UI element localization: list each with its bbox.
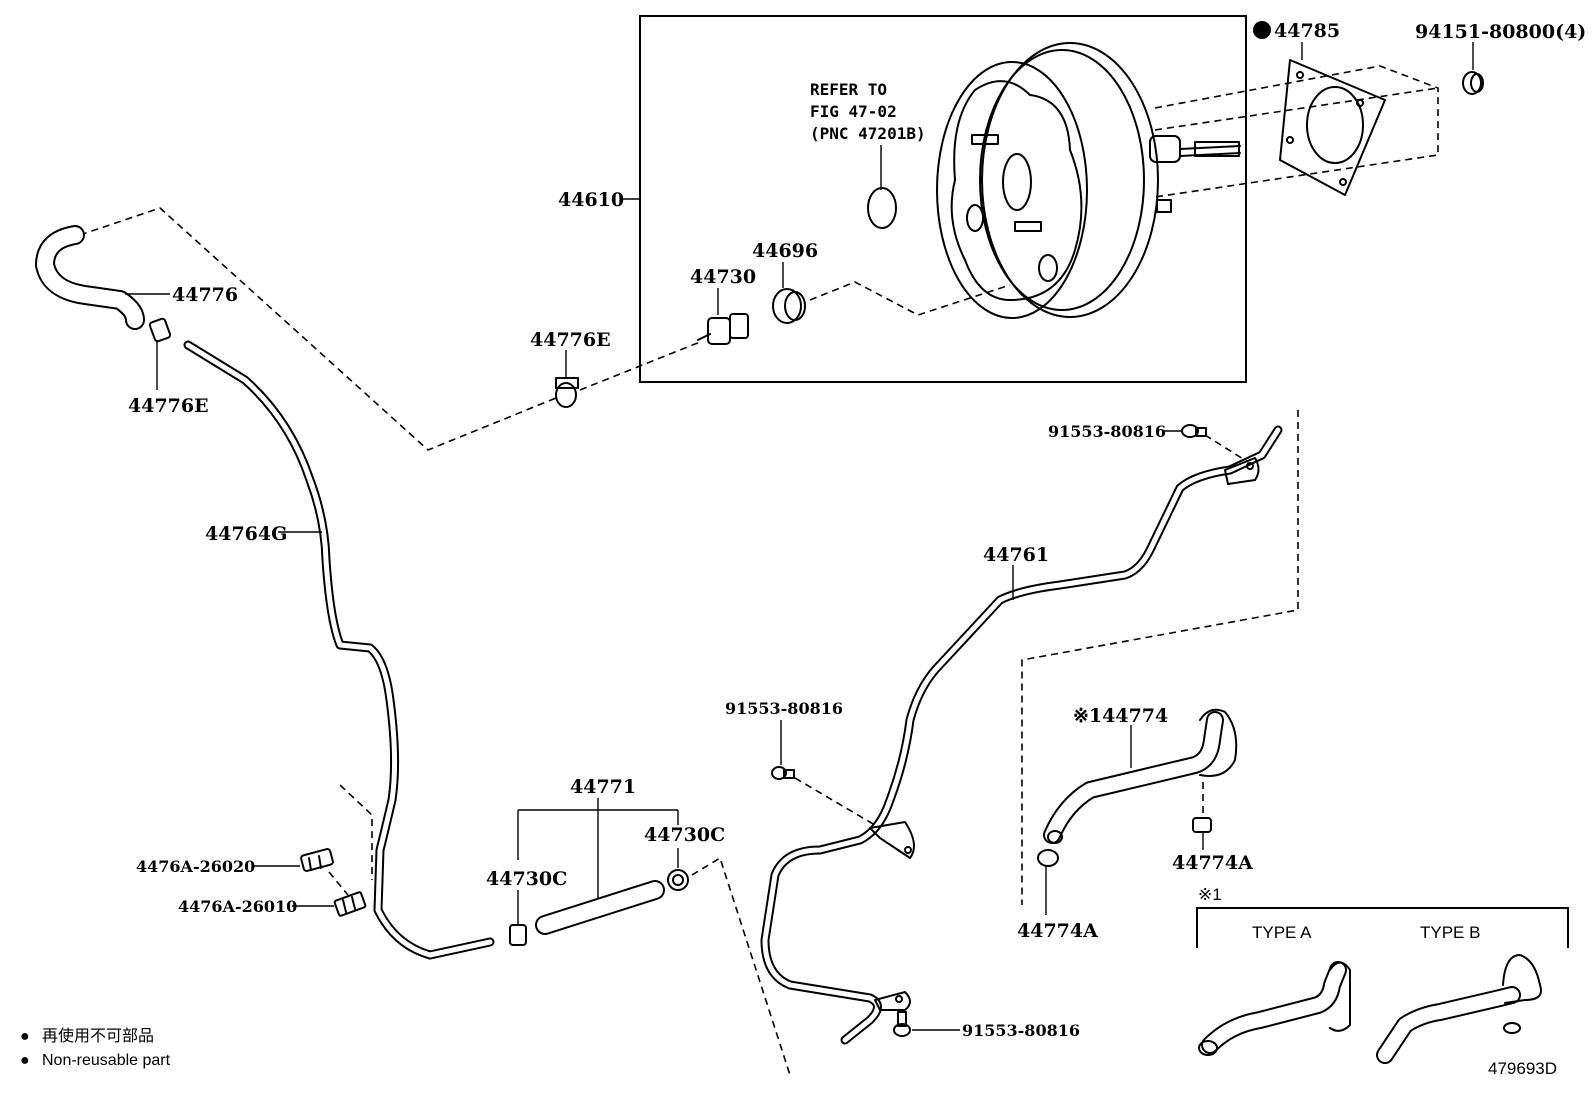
label-44730C-left[interactable]: 44730C [486, 868, 567, 890]
label-91553-80816-bottom[interactable]: 91553-80816 [962, 1021, 1080, 1040]
brake-booster-shape [936, 42, 1241, 319]
clamp-type-right-shape [1192, 817, 1212, 833]
label-44730C-right[interactable]: 44730C [644, 824, 725, 846]
label-91553-80816-mid[interactable]: 91553-80816 [725, 699, 843, 718]
label-44730[interactable]: 44730 [690, 266, 756, 288]
valve-dashed-line [809, 281, 1011, 316]
type-a-hose-shape [1198, 961, 1351, 1056]
upper-hose-shape [35, 225, 145, 330]
clip-dashed-line [339, 784, 373, 880]
label-44761[interactable]: 44761 [983, 544, 1049, 566]
label-44774[interactable]: ※144774 [1073, 705, 1168, 727]
bolt-bottom-shape [893, 1011, 911, 1037]
nut-shape [1462, 71, 1484, 95]
label-44696[interactable]: 44696 [752, 240, 818, 262]
clamp-type-left-shape [1037, 849, 1059, 867]
clamp-mid-right-shape [667, 869, 689, 891]
label-4476A-26020[interactable]: 4476A-26020 [136, 857, 255, 876]
type-b-label[interactable]: TYPE B [1420, 923, 1480, 942]
label-44771[interactable]: 44771 [570, 776, 636, 798]
variant-marker: ※1 [1198, 885, 1222, 904]
alignment-dashed-lines [1154, 65, 1439, 198]
clamp-booster-shape [555, 377, 579, 408]
label-44776E-booster[interactable]: 44776E [530, 329, 611, 351]
reference-note-line2: FIG 47-02 [810, 102, 897, 121]
clamp-dashed-line [579, 341, 701, 391]
bolt-top-shape [1181, 424, 1207, 438]
clip-lower-shape [333, 891, 367, 917]
type-hose-dashed-line [1021, 410, 1299, 905]
legend-japanese: 再使用不可部品 [42, 1027, 154, 1045]
legend-english: Non-reusable part [42, 1052, 171, 1069]
mid-hose-shape [535, 880, 665, 935]
check-valve-shape [697, 313, 749, 345]
type-b-hose-shape [1376, 954, 1542, 1064]
variant-bracket [1196, 907, 1569, 948]
type-a-label[interactable]: TYPE A [1252, 923, 1312, 942]
label-44776[interactable]: 44776 [172, 284, 238, 306]
reference-note-line1: REFER TO [810, 80, 887, 99]
legend-bullet-jp: ● [20, 1028, 30, 1045]
clip-connector-dashed [328, 871, 349, 896]
label-44776E-upper[interactable]: 44776E [128, 395, 209, 417]
label-44764G[interactable]: 44764G [205, 523, 287, 545]
label-94151-80800[interactable]: 94151-80800(4) [1415, 21, 1586, 43]
illustration-number: 479693D [1488, 1059, 1557, 1078]
hose-route-dashed-line [79, 207, 557, 451]
mid-dashed-line [691, 856, 791, 1076]
o-ring-shape [867, 187, 897, 229]
label-44785[interactable]: 44785 [1274, 20, 1340, 42]
reference-note-line3[interactable]: (PNC 47201B) [810, 124, 926, 143]
bolt-mid-dashed [794, 777, 881, 829]
grommet-shape [772, 288, 806, 324]
alignment-dashed-line-2 [1154, 87, 1439, 131]
right-pipe-shape [760, 425, 1283, 1045]
label-44774A-right[interactable]: 44774A [1172, 852, 1253, 874]
bolt-mid-shape [771, 766, 795, 780]
clamp-upper-shape [148, 317, 172, 343]
bolt-top-dashed [1204, 434, 1249, 463]
clip-upper-shape [300, 848, 334, 872]
left-tube-shape [183, 340, 495, 960]
label-44610[interactable]: 44610 [558, 189, 624, 211]
label-44774A-left[interactable]: 44774A [1017, 920, 1098, 942]
legend-bullet-en: ● [20, 1052, 30, 1069]
clamp-mid-left-shape [509, 924, 527, 946]
label-91553-80816-top[interactable]: 91553-80816 [1048, 422, 1166, 441]
type-hose-shape [1043, 708, 1238, 844]
gasket-plate-shape [1279, 59, 1386, 196]
non-reusable-marker-icon [1253, 21, 1271, 39]
label-4476A-26010[interactable]: 4476A-26010 [178, 897, 297, 916]
